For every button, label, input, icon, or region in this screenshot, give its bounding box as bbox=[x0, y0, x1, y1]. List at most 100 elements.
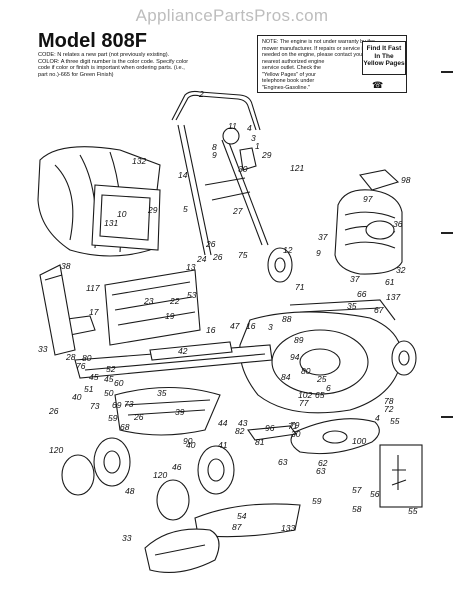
note-line: "Yellow Pages" of your bbox=[262, 71, 316, 78]
code-line: COLOR: A three digit number is the color… bbox=[38, 58, 189, 65]
part-label: 13 bbox=[186, 262, 196, 272]
note-line: telephone book under bbox=[262, 78, 315, 84]
part-label: 8 bbox=[212, 142, 217, 152]
part-label: 16 bbox=[246, 321, 256, 331]
part-label: 14 bbox=[178, 170, 188, 180]
grass-bag bbox=[37, 146, 161, 257]
part-label: 38 bbox=[61, 261, 71, 271]
part-label: 100 bbox=[352, 436, 366, 446]
code-line: code if color or finish is important whe… bbox=[38, 65, 185, 72]
rear-flap bbox=[114, 387, 221, 436]
part-label: 61 bbox=[385, 277, 395, 287]
part-label: 69 bbox=[112, 400, 122, 410]
find-line: Find It Fast bbox=[366, 45, 402, 52]
part-label: 78 bbox=[384, 396, 394, 406]
part-label: 66 bbox=[357, 289, 367, 299]
part-label: 45 bbox=[104, 374, 114, 384]
part-label: 79 bbox=[290, 420, 300, 430]
part-label: 27 bbox=[232, 206, 243, 216]
part-label: 82 bbox=[235, 426, 245, 436]
part-label: 132 bbox=[132, 156, 146, 166]
part-label: 42 bbox=[178, 346, 188, 356]
part-label: 120 bbox=[153, 470, 167, 480]
part-label: 117 bbox=[86, 283, 100, 293]
part-label: 16 bbox=[206, 325, 216, 335]
margin-mark bbox=[441, 232, 453, 234]
part-label: 58 bbox=[352, 504, 362, 514]
part-label: 29 bbox=[147, 205, 158, 215]
margin-mark bbox=[441, 416, 453, 418]
side-plate bbox=[39, 264, 76, 356]
part-label: 12 bbox=[283, 245, 293, 255]
part-label: 44 bbox=[218, 418, 228, 428]
note-line: needed on the engine, please contact you… bbox=[262, 52, 364, 58]
margin-mark bbox=[441, 71, 453, 73]
part-label: 1 bbox=[255, 141, 260, 151]
rear-frame bbox=[59, 269, 273, 379]
part-label: 22 bbox=[169, 296, 180, 306]
part-label: 96 bbox=[265, 423, 275, 433]
part-label: 71 bbox=[295, 282, 305, 292]
part-label: 50 bbox=[104, 388, 114, 398]
part-label: 26 bbox=[48, 406, 59, 416]
part-label: 89 bbox=[294, 335, 304, 345]
part-label: 26 bbox=[133, 412, 144, 422]
part-label: 9 bbox=[316, 248, 321, 258]
part-label: 37 bbox=[350, 274, 360, 284]
part-label: 10 bbox=[117, 209, 127, 219]
blade-assembly bbox=[194, 418, 380, 538]
part-label: 26 bbox=[205, 239, 216, 249]
part-label: 25 bbox=[316, 374, 327, 384]
part-label: 47 bbox=[230, 321, 240, 331]
part-label: 9 bbox=[212, 150, 217, 160]
part-label: 39 bbox=[175, 407, 185, 417]
part-label: 59 bbox=[312, 496, 322, 506]
code-line: part no.)-665 for Green Finish) bbox=[38, 71, 114, 78]
engine bbox=[334, 169, 403, 275]
part-label: 73 bbox=[90, 401, 100, 411]
part-label: 81 bbox=[255, 437, 265, 447]
part-label: 63 bbox=[278, 457, 288, 467]
part-label: 30 bbox=[238, 164, 248, 174]
part-label: 88 bbox=[282, 314, 292, 324]
part-label: 55 bbox=[408, 506, 418, 516]
part-label: 35 bbox=[347, 301, 357, 311]
part-label: 5 bbox=[183, 204, 188, 214]
part-label: 43 bbox=[238, 418, 248, 428]
part-label: 28 bbox=[65, 352, 76, 362]
part-label: 26 bbox=[212, 252, 223, 262]
find-line: In The bbox=[374, 52, 394, 60]
part-label: 94 bbox=[290, 352, 300, 362]
engine-note-box: NOTE: The engine is not under warranty b… bbox=[257, 35, 407, 93]
part-label: 23 bbox=[143, 296, 154, 306]
part-label: 120 bbox=[49, 445, 63, 455]
part-label: 60 bbox=[114, 378, 124, 388]
part-label: 3 bbox=[268, 322, 273, 332]
part-label: 46 bbox=[172, 462, 182, 472]
part-label: 4 bbox=[247, 123, 252, 133]
part-label: 4 bbox=[375, 413, 380, 423]
part-label: 29 bbox=[261, 150, 272, 160]
part-label: 72 bbox=[384, 404, 394, 414]
part-label: 41 bbox=[218, 440, 228, 450]
part-label: 76 bbox=[76, 361, 86, 371]
note-line: mower manufacturer. If repairs or servic… bbox=[262, 45, 366, 52]
part-label: 37 bbox=[318, 232, 328, 242]
part-label: 30 bbox=[291, 429, 301, 439]
part-label: 57 bbox=[352, 485, 362, 495]
part-label: 36 bbox=[393, 219, 403, 229]
part-label: 35 bbox=[157, 388, 167, 398]
part-label: 71 bbox=[288, 421, 298, 431]
part-label: 59 bbox=[108, 413, 118, 423]
part-label: 55 bbox=[390, 416, 400, 426]
part-label: 54 bbox=[237, 511, 247, 521]
part-label: 56 bbox=[370, 489, 380, 499]
part-label: 131 bbox=[104, 218, 118, 228]
watermark: AppliancePartsPros.com bbox=[135, 6, 329, 25]
part-label: 102 bbox=[298, 390, 312, 400]
mower-deck bbox=[239, 299, 403, 414]
part-label: 62 bbox=[318, 458, 328, 468]
part-label: 17 bbox=[89, 307, 99, 317]
model-title: Model 808F bbox=[38, 30, 147, 52]
